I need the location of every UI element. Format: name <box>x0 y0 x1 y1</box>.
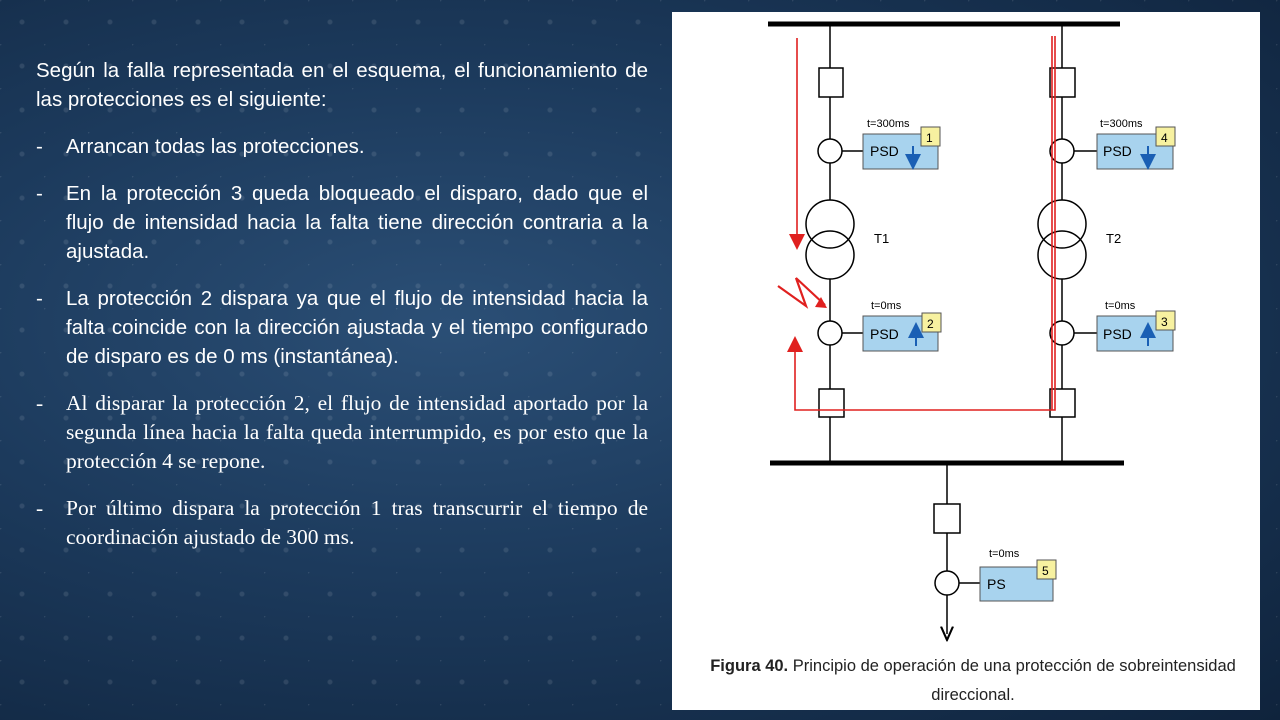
relay-5: t=0ms PS 5 <box>979 548 1057 602</box>
relay-type: PSD <box>870 326 899 342</box>
bullet-text: En la protección 3 queda bloqueado el di… <box>66 182 648 263</box>
bullet-item: - Al disparar la protección 2, el flujo … <box>36 389 648 476</box>
current-transformer-icon <box>1049 138 1075 164</box>
fault-lightning-icon <box>777 277 826 309</box>
figure-panel: T1 T2 t=300ms PSD 1 t=0ms PSD 2 t=300ms … <box>672 12 1260 710</box>
breaker-icon <box>933 503 961 534</box>
bullet-dash: - <box>36 135 43 158</box>
transformer-t1-winding <box>805 230 855 280</box>
current-transformer-icon <box>1049 320 1075 346</box>
transformer-t2-winding <box>1037 230 1087 280</box>
breaker-icon <box>1049 67 1076 98</box>
bullet-dash: - <box>36 391 44 415</box>
feeder-t1 <box>805 24 863 463</box>
relay-time: t=300ms <box>1100 118 1143 130</box>
text-panel: Según la falla representada en el esquem… <box>36 56 648 570</box>
relay-time: t=300ms <box>867 118 910 130</box>
relay-number: 3 <box>1161 315 1168 329</box>
bullet-text: La protección 2 dispara ya que el flujo … <box>66 287 648 368</box>
relay-number: 1 <box>926 131 933 145</box>
bullet-text: Por último dispara la protección 1 tras … <box>66 496 648 549</box>
transformer-label-t1: T1 <box>874 231 889 246</box>
current-transformer-icon <box>817 320 843 346</box>
relay-time: t=0ms <box>989 548 1020 560</box>
fault-lightning-arrowhead <box>815 297 827 308</box>
breaker-icon <box>1049 388 1076 418</box>
bullet-dash: - <box>36 496 44 520</box>
bullet-text: Al disparar la protección 2, el flujo de… <box>66 391 648 473</box>
relay-number: 4 <box>1161 131 1168 145</box>
current-transformer-icon <box>817 138 843 164</box>
bullet-dash: - <box>36 287 43 310</box>
breaker-icon <box>818 388 845 418</box>
caption-label: Figura 40. <box>710 657 789 675</box>
caption-text: Principio de operación de una protección… <box>788 657 1236 704</box>
bullet-item: - La protección 2 dispara ya que el fluj… <box>36 284 648 371</box>
relay-3: t=0ms PSD 3 <box>1096 300 1176 352</box>
relay-number: 2 <box>927 317 934 331</box>
transformer-t2-winding <box>1037 199 1087 249</box>
breaker-icon <box>818 67 844 98</box>
relay-time: t=0ms <box>1105 300 1136 312</box>
transformer-label-t2: T2 <box>1106 231 1121 246</box>
relay-type: PSD <box>1103 143 1132 159</box>
bullet-dash: - <box>36 182 43 205</box>
bullet-item: - En la protección 3 queda bloqueado el … <box>36 179 648 266</box>
outgoing-feeder <box>933 463 980 634</box>
bullet-item: - Por último dispara la protección 1 tra… <box>36 494 648 552</box>
figure-caption: Figura 40. Principio de operación de una… <box>698 652 1248 710</box>
relay-type: PSD <box>1103 326 1132 342</box>
bullet-text: Arrancan todas las protecciones. <box>66 135 365 158</box>
intro-paragraph: Según la falla representada en el esquem… <box>36 59 648 111</box>
relay-type: PS <box>987 576 1006 592</box>
transformer-t1-winding <box>805 199 855 249</box>
feeder-t2 <box>1037 24 1097 463</box>
bullet-item: - Arrancan todas las protecciones. <box>36 132 648 161</box>
current-transformer-icon <box>934 570 960 596</box>
relay-4: t=300ms PSD 4 <box>1096 118 1176 170</box>
protection-diagram: T1 T2 t=300ms PSD 1 t=0ms PSD 2 t=300ms … <box>768 21 1176 652</box>
relay-2: t=0ms PSD 2 <box>862 300 942 352</box>
fault-current-path <box>787 36 1056 411</box>
relay-type: PSD <box>870 143 899 159</box>
relay-1: t=300ms PSD 1 <box>862 118 941 170</box>
relay-time: t=0ms <box>871 300 902 312</box>
relay-number: 5 <box>1042 564 1049 578</box>
